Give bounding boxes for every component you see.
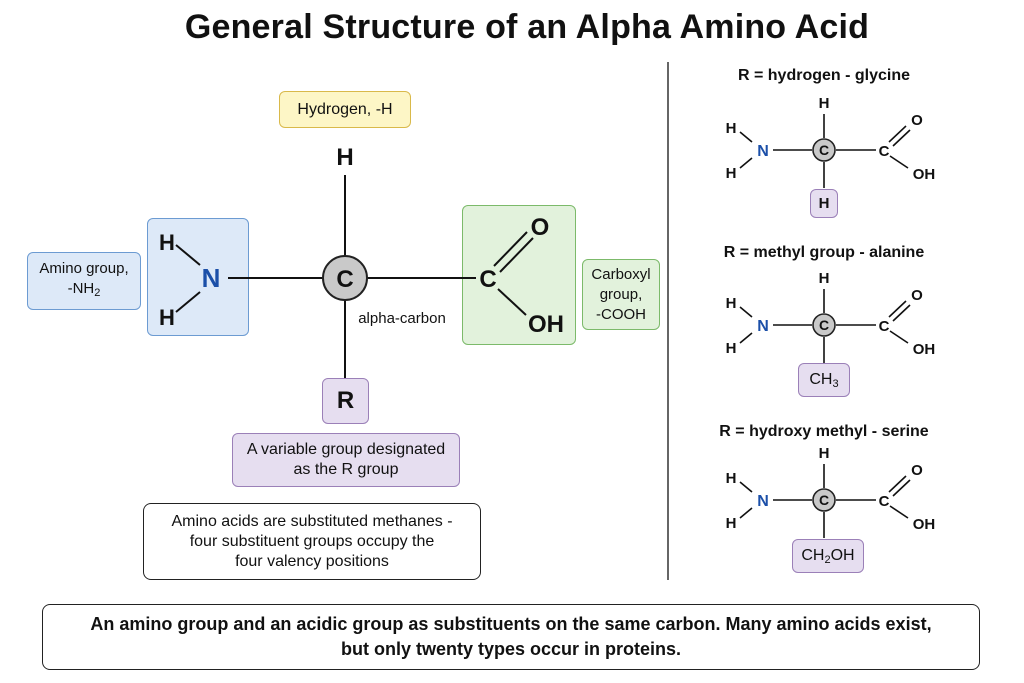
r-group-desc-line2: as the R group <box>293 461 399 478</box>
main-atom-nh-bottom: H <box>159 305 175 330</box>
r-group-description-box: A variable group designated as the R gro… <box>232 433 460 487</box>
glycine-title: R = hydrogen - glycine <box>738 67 910 84</box>
alanine-r-label: CH3 <box>809 370 839 390</box>
bond-c-oh <box>497 288 527 316</box>
glycine-alpha-carbon <box>812 138 836 162</box>
main-atom-h-top: H <box>336 144 353 171</box>
alanine-bond-coh <box>889 330 909 344</box>
amino-label-line1: Amino group, <box>39 260 129 277</box>
methane-note-line3: four valency positions <box>235 552 389 570</box>
alanine-atom-h-top: H <box>819 270 830 287</box>
serine-r-label: CH2OH <box>801 546 855 566</box>
serine-bond-co-a <box>888 475 907 493</box>
r-group-symbol: R <box>336 387 355 414</box>
carboxyl-label-line1: Carboxyl <box>591 265 651 283</box>
carboxyl-group-highlight <box>462 205 576 345</box>
alanine-bond-nh-bottom <box>739 332 753 344</box>
serine-bond-nh-bottom <box>739 507 753 519</box>
glycine-r-label: H <box>818 195 830 212</box>
page-title: General Structure of an Alpha Amino Acid <box>184 8 870 46</box>
serine-atom-c-carboxyl: C <box>879 493 890 510</box>
main-bonds <box>175 175 534 378</box>
glycine-bond-co-a <box>888 125 907 143</box>
glycine-atom-c: C <box>819 142 829 158</box>
alanine-atom-c-carboxyl: C <box>879 318 890 335</box>
alanine-r-box: CH3 <box>798 363 850 397</box>
serine-alpha-carbon <box>812 488 836 512</box>
methane-note-line1: Amino acids are substituted methanes - <box>171 512 453 530</box>
serine-bond-coh <box>889 505 909 519</box>
amino-group-label-box: Amino group, -NH2 <box>27 252 141 310</box>
glycine-atom-h-top: H <box>819 95 830 112</box>
glycine-atom-nh-bottom: H <box>726 165 737 182</box>
alanine-atom-c: C <box>819 317 829 333</box>
serine-atom-o: O <box>911 462 923 479</box>
methane-note-box: Amino acids are substituted methanes - f… <box>143 503 481 580</box>
serine-atom-nh-top: H <box>726 470 737 487</box>
carboxyl-label-line3: -COOH <box>596 305 646 323</box>
serine-atom-n: N <box>757 493 769 510</box>
glycine-atom-o: O <box>911 112 923 129</box>
glycine-bond-nh-top <box>739 131 753 143</box>
glycine-atom-n: N <box>757 143 769 160</box>
glycine-bond-nh-bottom <box>739 157 753 169</box>
alanine-atom-o: O <box>911 287 923 304</box>
serine-atom-c: C <box>819 492 829 508</box>
bond-n-h-top <box>175 244 201 266</box>
glycine-bond-co-b <box>892 129 911 147</box>
glycine-atom-c-carboxyl: C <box>879 143 890 160</box>
serine-bond-co-b <box>892 479 911 497</box>
serine-title: R = hydroxy methyl - serine <box>719 423 929 440</box>
serine-r-box: CH2OH <box>792 539 864 573</box>
glycine-atom-nh-top: H <box>726 120 737 137</box>
alanine-atom-oh: OH <box>913 341 936 358</box>
methane-note-line2: four substituent groups occupy the <box>189 532 435 550</box>
serine-atom-oh: OH <box>913 516 936 533</box>
main-atom-oh: OH <box>528 311 564 338</box>
amino-label-line2: -NH2 <box>67 280 101 299</box>
footer-line1: An amino group and an acidic group as su… <box>90 614 932 634</box>
main-atom-n: N <box>202 263 221 293</box>
glycine-r-box: H <box>810 189 838 218</box>
alanine-atom-n: N <box>757 318 769 335</box>
footer-summary-box: An amino group and an acidic group as su… <box>42 604 980 670</box>
main-atom-o: O <box>531 214 550 241</box>
glycine-bond-coh <box>889 155 909 169</box>
serine-bond-nh-top <box>739 481 753 493</box>
r-group-desc-line1: A variable group designated <box>246 441 446 458</box>
hydrogen-label: Hydrogen, -H <box>297 100 393 118</box>
alanine-bond-nh-top <box>739 306 753 318</box>
glycine-atom-oh: OH <box>913 166 936 183</box>
main-atom-nh-top: H <box>159 230 175 255</box>
footer-line2: but only twenty types occur in proteins. <box>340 639 682 659</box>
serine-atom-nh-bottom: H <box>726 515 737 532</box>
alanine-atom-nh-top: H <box>726 295 737 312</box>
main-atom-c: C <box>336 266 353 293</box>
alanine-alpha-carbon <box>812 313 836 337</box>
main-atom-c-carboxyl: C <box>479 266 496 293</box>
alpha-carbon-circle <box>322 255 368 301</box>
alanine-title: R = methyl group - alanine <box>724 244 925 261</box>
alanine-atom-nh-bottom: H <box>726 340 737 357</box>
r-group-box: R <box>322 378 369 424</box>
bond-c-o-double-a <box>493 231 528 267</box>
alanine-bond-co-a <box>888 300 907 318</box>
carboxyl-group-label-box: Carboxyl group, -COOH <box>582 259 660 330</box>
bond-c-o-double-b <box>499 237 534 273</box>
hydrogen-label-box: Hydrogen, -H <box>279 91 411 128</box>
alpha-carbon-label: alpha-carbon <box>358 310 446 327</box>
bond-n-h-bottom <box>175 291 201 313</box>
serine-atom-h-top: H <box>819 445 830 462</box>
alanine-bond-co-b <box>892 304 911 322</box>
carboxyl-label-line2: group, <box>599 285 643 303</box>
